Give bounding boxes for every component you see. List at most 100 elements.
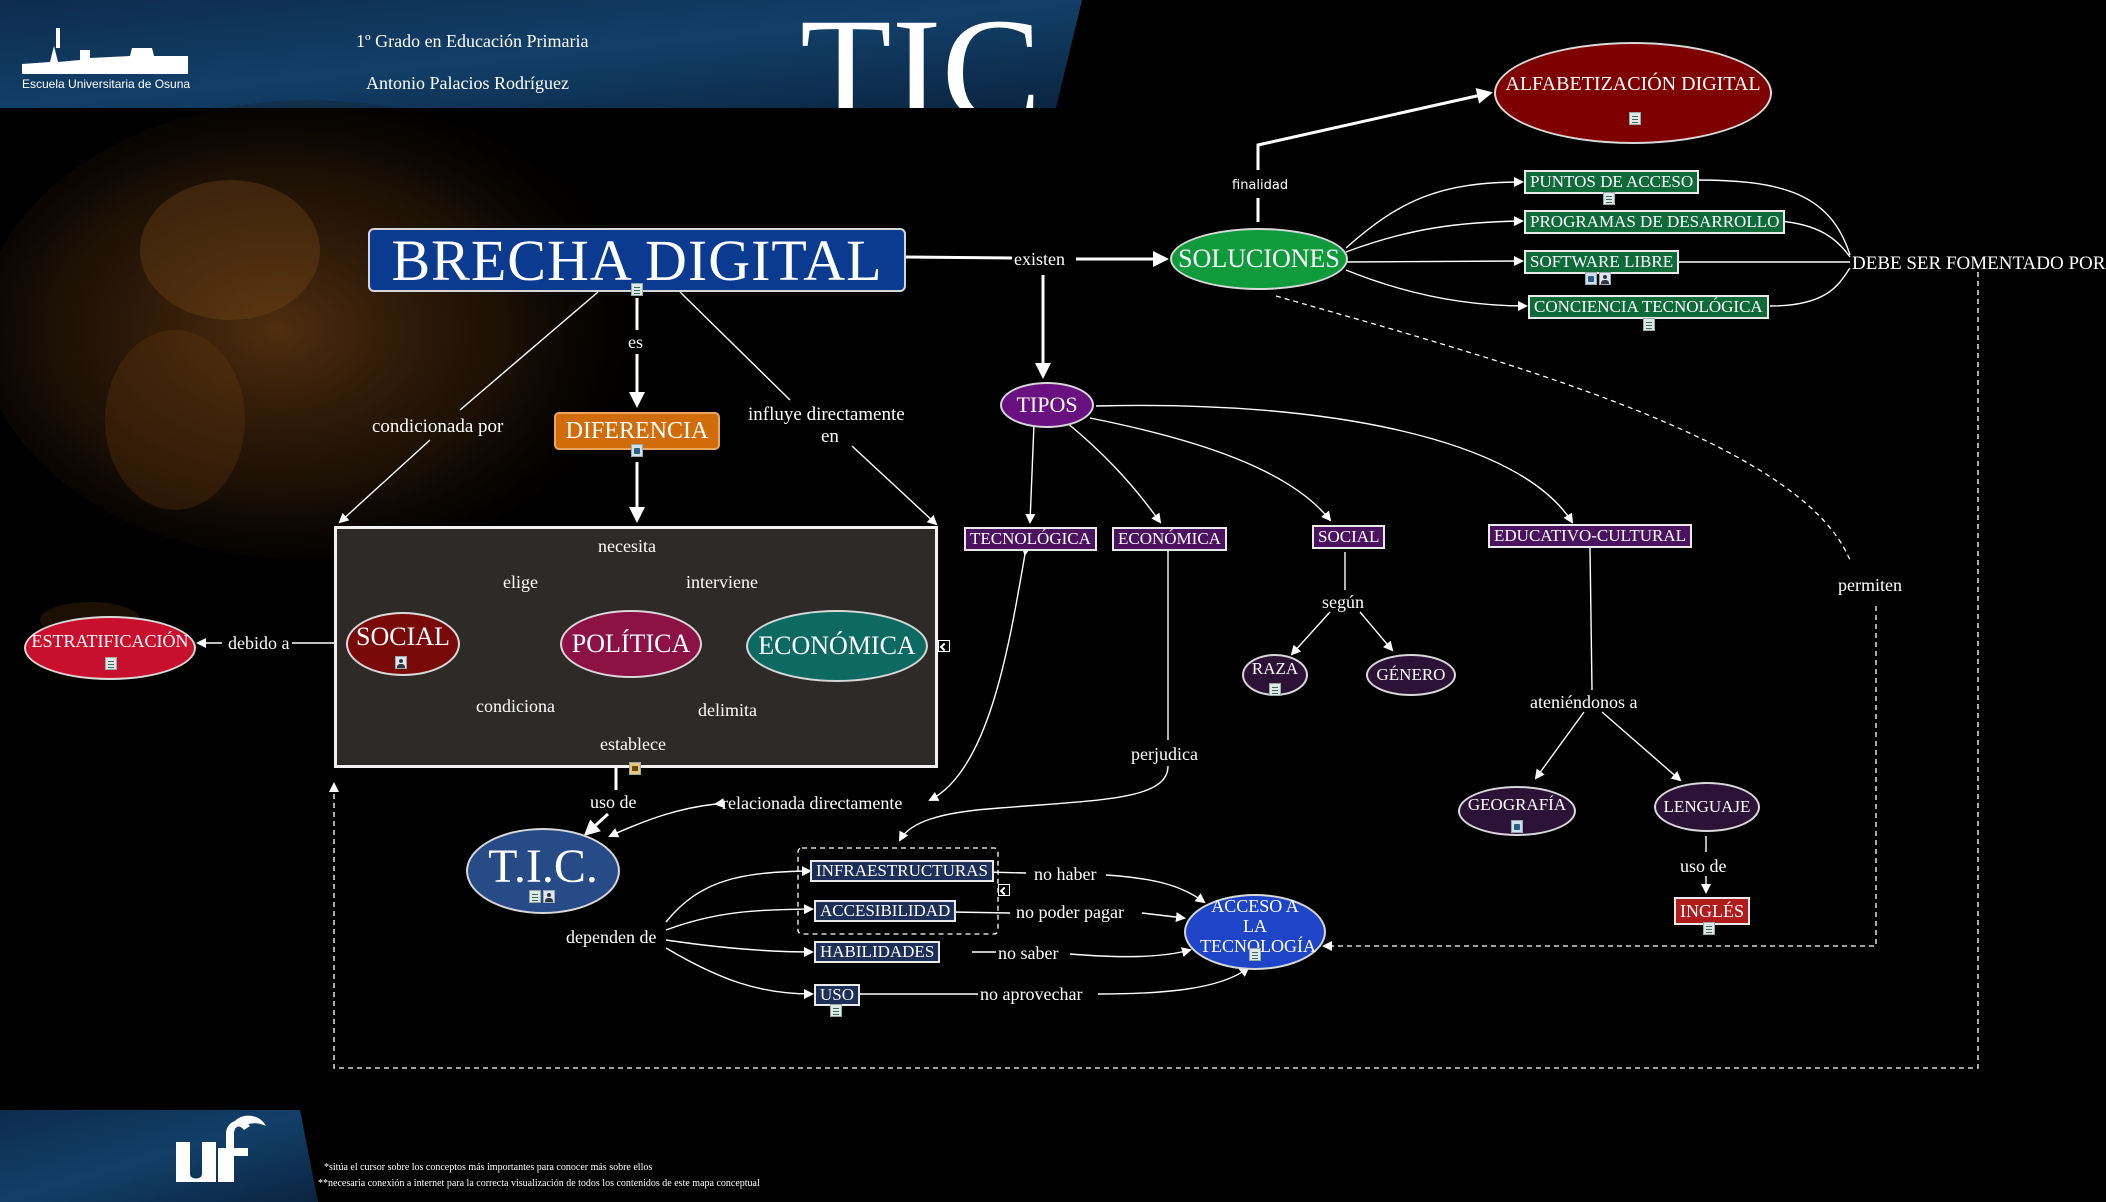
brecha-digital-node[interactable]: BRECHA DIGITAL <box>368 227 906 293</box>
big-title-clip: TIC <box>800 0 1050 108</box>
link-condicionada: condicionada por <box>372 416 504 437</box>
image-icon[interactable] <box>1585 272 1597 285</box>
link-no-saber: no saber <box>998 943 1059 963</box>
ingles-label: INGLÉS <box>1680 900 1744 921</box>
document-icon[interactable] <box>1643 318 1655 331</box>
economica-node[interactable]: ECONÓMICA <box>746 610 928 682</box>
accesibilidad-box[interactable]: ACCESIBILIDAD <box>814 900 957 922</box>
habilidades-box[interactable]: HABILIDADES <box>814 941 941 963</box>
document-icon[interactable] <box>1703 922 1715 935</box>
software-box[interactable]: SOFTWARE LIBRE <box>1524 250 1680 274</box>
diferencia-icons <box>630 444 644 457</box>
acceso-node[interactable]: ACCESO A LA TECNOLOGÍA <box>1184 894 1326 970</box>
tipo-educativo-box[interactable]: EDUCATIVO-CULTURAL <box>1488 524 1693 548</box>
politica-node[interactable]: POLÍTICA <box>560 610 702 678</box>
raza-label: RAZA <box>1251 659 1299 678</box>
gold-document-icon[interactable] <box>629 762 641 775</box>
box-icons <box>628 762 642 775</box>
people-icon[interactable] <box>543 890 555 903</box>
uso-box[interactable]: USO <box>814 984 861 1006</box>
link-ateniendonos: ateniéndonos a <box>1530 692 1638 712</box>
document-icon[interactable] <box>1629 112 1641 125</box>
habilidades-label: HABILIDADES <box>820 942 935 961</box>
tipos-label: TIPOS <box>1016 392 1078 417</box>
document-icon[interactable] <box>830 1004 842 1017</box>
economica-label: ECONÓMICA <box>758 631 916 660</box>
social-icons <box>394 656 408 669</box>
people-icon[interactable] <box>1599 272 1611 285</box>
brecha-icons <box>630 283 644 296</box>
link-existen: existen <box>1014 249 1065 269</box>
conciencia-icons <box>1642 318 1656 331</box>
tic-label: T.I.C. <box>488 839 598 893</box>
tipo-economica-label: ECONÓMICA <box>1118 529 1221 548</box>
genero-node[interactable]: GÉNERO <box>1366 654 1456 696</box>
people-icon[interactable] <box>395 656 407 669</box>
europe-map <box>0 100 640 560</box>
estratificacion-node[interactable]: ESTRATIFICACIÓN <box>24 616 196 680</box>
link-establece: establece <box>600 734 666 754</box>
diferencia-node[interactable]: DIFERENCIA <box>554 412 720 450</box>
document-icon[interactable] <box>105 657 117 670</box>
brecha-digital-label: BRECHA DIGITAL <box>391 227 883 293</box>
uso-icons <box>829 1004 843 1017</box>
grade-label: 1º Grado en Educación Primaria <box>356 31 589 51</box>
link-uso-de-2: uso de <box>1680 856 1727 876</box>
document-icon[interactable] <box>631 283 643 296</box>
document-icon[interactable] <box>1269 683 1281 696</box>
tipo-social-box[interactable]: SOCIAL <box>1312 525 1386 549</box>
header-band <box>0 0 1082 108</box>
tipo-tecnologica-box[interactable]: TECNOLÓGICA <box>964 527 1097 551</box>
big-title: TIC <box>800 0 1042 108</box>
link-condiciona: condiciona <box>476 696 555 716</box>
footer-note-1: *sitúa el cursor sobre los conceptos más… <box>324 1162 653 1173</box>
uso-label: USO <box>820 985 855 1004</box>
alfabetizacion-node[interactable]: ALFABETIZACIÓN DIGITAL <box>1494 42 1772 144</box>
infraestructuras-box[interactable]: INFRAESTRUCTURAS <box>810 860 994 882</box>
university-logo-icon <box>176 1115 266 1182</box>
author-label: Antonio Palacios Rodríguez <box>366 73 569 93</box>
link-finalidad: finalidad <box>1232 178 1289 193</box>
tic-node[interactable]: T.I.C. <box>466 828 620 914</box>
conciencia-box[interactable]: CONCIENCIA TECNOLÓGICA <box>1528 295 1769 319</box>
image-icon[interactable] <box>631 444 643 457</box>
programas-box[interactable]: PROGRAMAS DE DESARROLLO <box>1524 210 1786 234</box>
expand-control-icon[interactable] <box>998 884 1010 896</box>
link-uso-de: uso de <box>590 792 637 812</box>
footer-band <box>0 1110 318 1202</box>
tipo-economica-box[interactable]: ECONÓMICA <box>1112 527 1227 551</box>
tipo-social-label: SOCIAL <box>1318 527 1380 546</box>
raza-icons <box>1268 683 1282 696</box>
conciencia-label: CONCIENCIA TECNOLÓGICA <box>1534 297 1763 316</box>
link-no-aprovechar: no aprovechar <box>980 984 1083 1004</box>
puntos-label: PUNTOS DE ACCESO <box>1530 172 1694 191</box>
lenguaje-label: LENGUAJE <box>1663 797 1751 816</box>
soluciones-node[interactable]: SOLUCIONES <box>1170 228 1348 290</box>
document-icon[interactable] <box>529 890 541 903</box>
politica-label: POLÍTICA <box>571 629 691 658</box>
puntos-icons <box>1602 192 1616 205</box>
ingles-box[interactable]: INGLÉS <box>1674 897 1750 925</box>
image-icon[interactable] <box>1511 820 1523 833</box>
footer-note-2: **necesaria conexión a internet para la … <box>318 1178 760 1189</box>
link-permiten: permiten <box>1838 575 1902 595</box>
puntos-box[interactable]: PUNTOS DE ACCESO <box>1524 170 1700 194</box>
tipos-node[interactable]: TIPOS <box>1000 382 1094 428</box>
link-perjudica: perjudica <box>1131 744 1198 764</box>
genero-label: GÉNERO <box>1376 665 1446 684</box>
lenguaje-node[interactable]: LENGUAJE <box>1654 782 1760 832</box>
expand-control-icon[interactable] <box>938 640 950 652</box>
software-icons <box>1584 272 1612 285</box>
document-icon[interactable] <box>1249 948 1261 961</box>
school-name: Escuela Universitaria de Osuna <box>22 77 191 91</box>
link-dependen: dependen de <box>566 927 657 947</box>
link-necesita: necesita <box>598 536 656 556</box>
programas-label: PROGRAMAS DE DESARROLLO <box>1530 212 1780 231</box>
tipo-educativo-label: EDUCATIVO-CULTURAL <box>1494 526 1687 545</box>
estratificacion-label: ESTRATIFICACIÓN <box>31 630 189 651</box>
social-label: SOCIAL <box>356 622 450 651</box>
document-icon[interactable] <box>1603 192 1615 205</box>
